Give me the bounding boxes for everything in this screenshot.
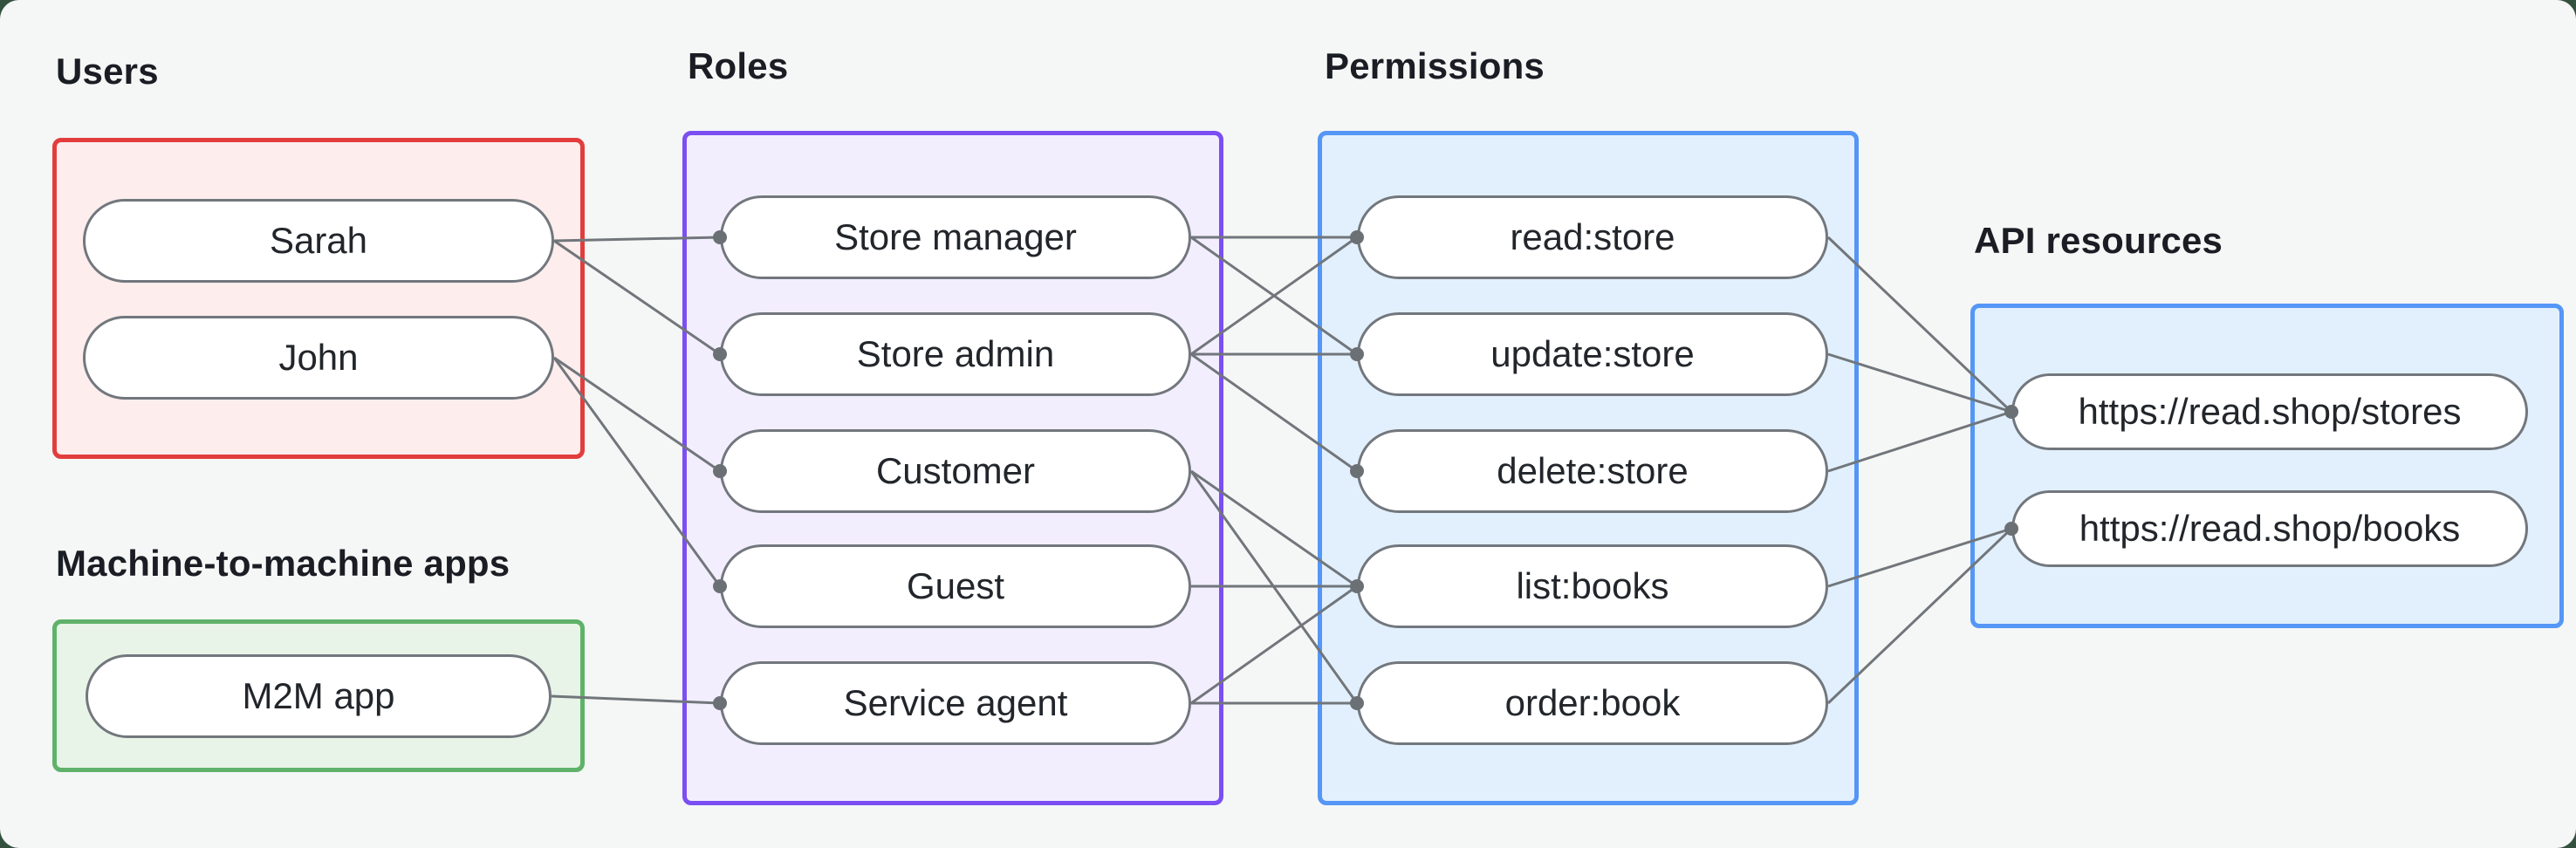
node-guest-label: Guest xyxy=(906,565,1005,606)
node-customer-label: Customer xyxy=(875,450,1036,491)
node-john: John xyxy=(83,316,554,400)
users-group-label: Users xyxy=(56,51,159,92)
node-store-manager-label: Store manager xyxy=(834,216,1077,257)
permissions-group-label: Permissions xyxy=(1325,45,1545,86)
node-order-book-label: order:book xyxy=(1504,682,1681,723)
roles-group-label: Roles xyxy=(688,45,789,86)
node-m2m-app: M2M app xyxy=(86,654,552,738)
node-read-store-label: read:store xyxy=(1510,216,1675,257)
node-read-store: read:store xyxy=(1357,195,1828,279)
node-service-agent-label: Service agent xyxy=(843,682,1068,723)
node-sarah-label: Sarah xyxy=(269,220,368,261)
node-store-manager: Store manager xyxy=(720,195,1191,279)
node-john-label: John xyxy=(278,337,359,378)
node-update-store: update:store xyxy=(1357,312,1828,396)
node-stores-api-label: https://read.shop/stores xyxy=(2078,391,2462,432)
node-guest: Guest xyxy=(720,544,1191,628)
users-group-box xyxy=(52,138,585,459)
node-sarah: Sarah xyxy=(83,199,554,283)
node-order-book: order:book xyxy=(1357,661,1828,745)
node-stores-api: https://read.shop/stores xyxy=(2011,373,2528,450)
node-delete-store-label: delete:store xyxy=(1497,450,1689,491)
node-books-api-label: https://read.shop/books xyxy=(2079,508,2461,549)
node-store-admin: Store admin xyxy=(720,312,1191,396)
node-store-admin-label: Store admin xyxy=(856,333,1055,374)
m2m-group-label: Machine-to-machine apps xyxy=(56,543,510,584)
node-list-books-label: list:books xyxy=(1516,565,1669,606)
api-resources-group-label: API resources xyxy=(1974,220,2223,261)
node-customer: Customer xyxy=(720,429,1191,513)
node-list-books: list:books xyxy=(1357,544,1828,628)
node-m2m-app-label: M2M app xyxy=(242,675,395,716)
api-resources-group-box xyxy=(1970,304,2564,628)
node-delete-store: delete:store xyxy=(1357,429,1828,513)
node-service-agent: Service agent xyxy=(720,661,1191,745)
node-books-api: https://read.shop/books xyxy=(2011,490,2528,567)
node-update-store-label: update:store xyxy=(1490,333,1695,374)
